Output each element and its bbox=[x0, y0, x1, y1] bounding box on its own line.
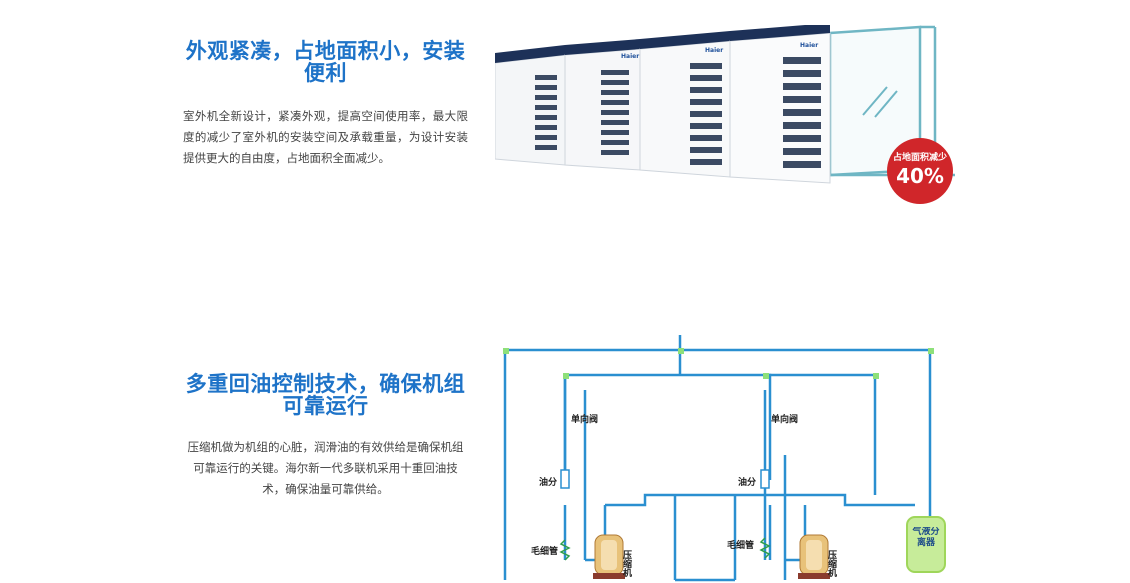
outdoor-units-illustration: Haier Haier Haier bbox=[495, 25, 955, 204]
feature-oil-return-section: 多重回油控制技术，确保机组可靠运行 压缩机做为机组的心脏，润滑油的有效供给是确保… bbox=[0, 315, 1130, 583]
feature-oil-return-description: 压缩机做为机组的心脏，润滑油的有效供给是确保机组可靠运行的关键。海尔新一代多联机… bbox=[187, 440, 464, 496]
compressor-right bbox=[798, 534, 830, 579]
label-capillary-left: 毛细管 bbox=[531, 545, 558, 557]
feature-oil-return-title: 多重回油控制技术，确保机组可靠运行 bbox=[185, 372, 466, 418]
label-oil-sep-left: 油分 bbox=[539, 476, 557, 488]
unit-3: Haier bbox=[639, 31, 731, 178]
badge-caption: 占地面积减少 bbox=[893, 151, 947, 163]
refrigerant-pipes bbox=[503, 335, 932, 582]
area-reduction-badge: 占地面积减少 40% bbox=[887, 138, 953, 204]
unit-2: Haier bbox=[564, 39, 641, 171]
label-capillary-right: 毛细管 bbox=[727, 539, 754, 551]
feature-compact-section: 外观紧凑，占地面积小，安装便利 室外机全新设计，紧凑外观，提高空间使用率，最大限… bbox=[0, 0, 1130, 230]
oil-separator-right bbox=[760, 469, 770, 489]
oil-separator-left bbox=[560, 469, 570, 489]
feature-compact-title: 外观紧凑，占地面积小，安装便利 bbox=[185, 39, 466, 85]
label-check-valve-right: 单向阀 bbox=[771, 413, 798, 425]
unit-1 bbox=[495, 45, 566, 166]
badge-value: 40% bbox=[896, 164, 944, 188]
label-gas-liquid-separator: 气液分离器 bbox=[912, 527, 940, 548]
capillary-right bbox=[759, 537, 771, 559]
brand-logo: Haier bbox=[705, 47, 723, 54]
capillary-left bbox=[559, 539, 571, 561]
gas-liquid-separator bbox=[906, 516, 946, 573]
brand-logo: Haier bbox=[800, 42, 818, 49]
oil-return-diagram: 单向阀 单向阀 油分 油分 毛细管 毛细管 压缩机 压缩机 气液分离器 bbox=[503, 335, 946, 582]
feature-compact-description: 室外机全新设计，紧凑外观，提高空间使用率，最大限度的减少了室外机的安装空间及承载… bbox=[183, 109, 468, 165]
brand-logo: Haier bbox=[621, 53, 639, 60]
label-oil-sep-right: 油分 bbox=[738, 476, 756, 488]
label-check-valve-left: 单向阀 bbox=[571, 413, 598, 425]
label-gas-liquid-separator-wrap: 气液分离器 bbox=[912, 527, 940, 548]
label-compressor-right: 压缩机 bbox=[826, 550, 837, 578]
compressor-left bbox=[593, 534, 625, 579]
pipe-joints bbox=[503, 348, 934, 379]
label-compressor-left: 压缩机 bbox=[621, 550, 632, 578]
unit-4: Haier bbox=[729, 25, 831, 184]
